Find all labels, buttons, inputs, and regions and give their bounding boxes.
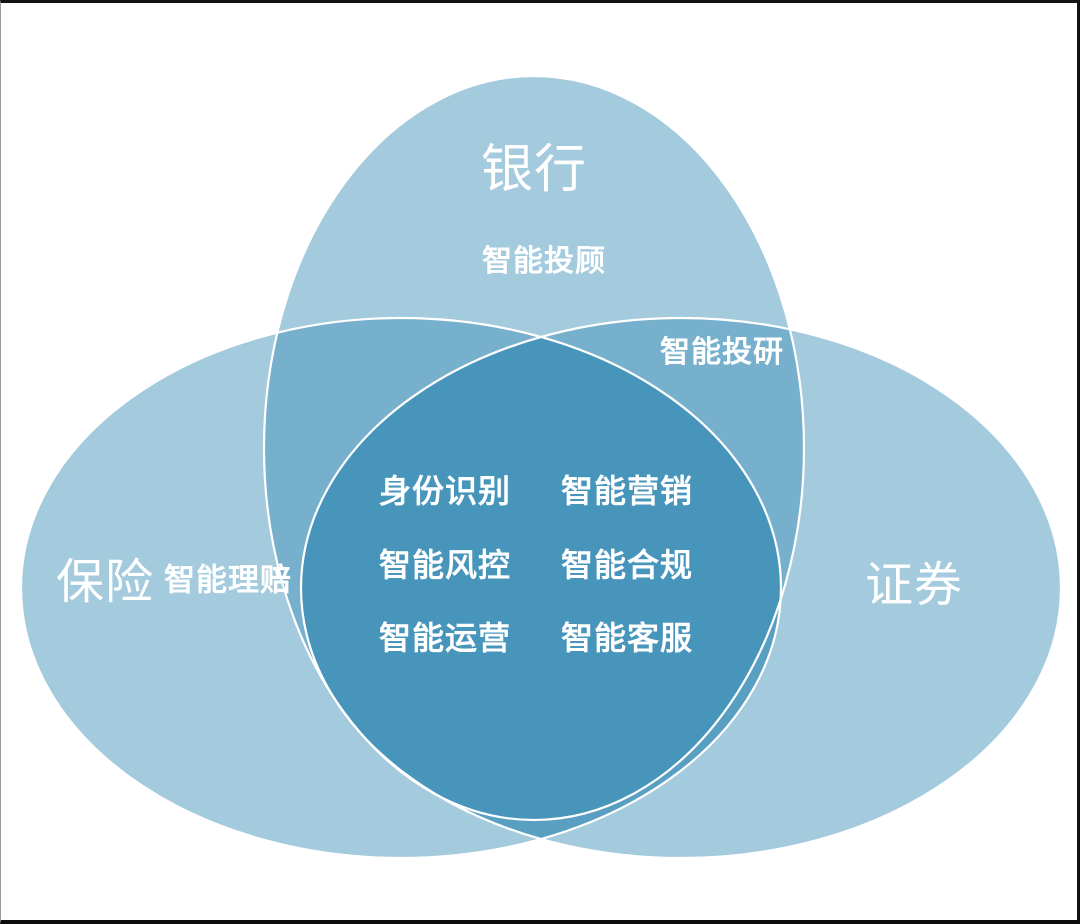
center-label-smart-compliance: 智能合规 — [560, 547, 694, 583]
bank-title: 银行 — [480, 141, 588, 199]
securities-title: 证券 — [864, 559, 964, 612]
center-overlap-region — [301, 337, 781, 839]
center-label-smart-customer-service: 智能客服 — [560, 620, 694, 656]
center-label-smart-risk-control: 智能风控 — [378, 547, 512, 583]
bank-circle — [264, 76, 804, 820]
bank-securities-region-label: 智能投研 — [660, 336, 784, 369]
bank-circle-outline — [262, 74, 806, 822]
venn-diagram — [19, 74, 1063, 860]
bank-region-label: 智能投顾 — [482, 245, 606, 278]
insurance-region-label: 智能理赔 — [164, 562, 292, 598]
center-label-smart-marketing: 智能营销 — [560, 473, 694, 509]
securities-circle-outline — [299, 316, 1063, 860]
insurance-title: 保险 — [55, 556, 155, 609]
center-label-identity-recognition: 身份识别 — [378, 473, 512, 509]
center-label-smart-operations: 智能运营 — [378, 620, 512, 656]
insurance-circle-outline — [19, 316, 783, 860]
